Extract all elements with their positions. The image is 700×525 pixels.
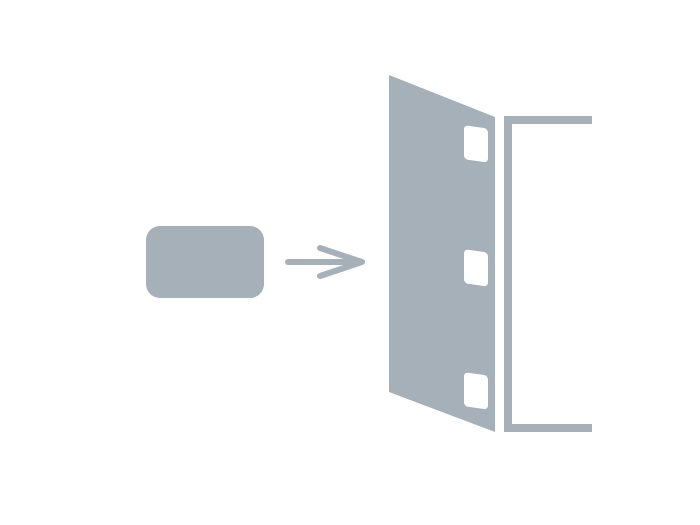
arrow-head [317, 245, 365, 279]
rack-panel-icon [389, 75, 495, 432]
panel-slot-middle [464, 249, 488, 287]
panel-body [389, 75, 495, 432]
panel-slot-bottom [464, 372, 488, 410]
open-frame-icon [504, 116, 592, 432]
arrow-right-icon [285, 245, 365, 279]
rounded-card-icon [146, 226, 264, 298]
panel-slot-top [464, 125, 488, 163]
